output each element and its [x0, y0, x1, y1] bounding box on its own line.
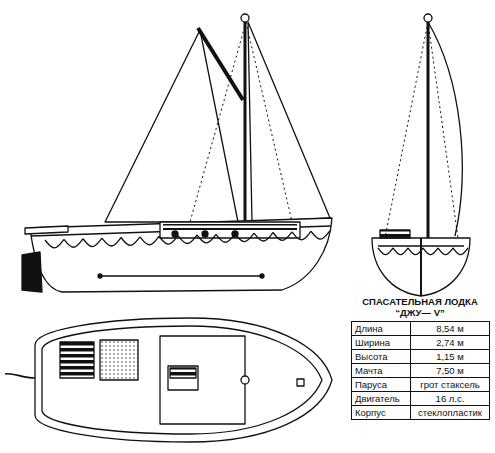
spec-value: 1,15 м	[411, 350, 490, 364]
rudder	[22, 252, 42, 292]
engine-cover	[100, 340, 138, 380]
cabin-plan	[160, 336, 245, 424]
spec-value: грот стаксель	[411, 378, 490, 392]
painter-rope	[5, 374, 35, 378]
garland-loop	[235, 233, 254, 242]
garland-loop	[216, 234, 235, 243]
garland-loop	[453, 248, 468, 255]
garland-loop	[45, 239, 64, 248]
masthead	[241, 14, 249, 22]
bow-hatch	[297, 379, 304, 386]
garland-loop	[292, 231, 311, 240]
hull-plan	[35, 318, 332, 442]
garland-loop	[121, 237, 140, 246]
garland-loop	[102, 237, 121, 246]
garland-loop	[393, 248, 408, 255]
spec-name: Мачта	[352, 364, 411, 378]
grab-line	[100, 275, 262, 277]
garland-loop	[140, 236, 159, 245]
spec-name: Корпус	[352, 406, 411, 420]
garland-loop	[273, 232, 292, 241]
garland-loop	[159, 236, 178, 245]
jib	[248, 22, 330, 222]
garland-loop	[178, 235, 197, 244]
spec-value: 16 л.с.	[411, 392, 490, 406]
spec-name: Высота	[352, 350, 411, 364]
mast-front	[427, 22, 430, 238]
garland-loop	[378, 248, 393, 255]
garland-loop	[197, 234, 216, 243]
sail-front	[428, 22, 462, 236]
stays	[190, 22, 292, 222]
cabin-roof	[160, 222, 300, 238]
mast	[244, 22, 247, 225]
cabin-hatch	[163, 224, 297, 230]
spec-value: стеклопластик	[411, 406, 490, 420]
spec-value: 2,74 м	[411, 336, 490, 350]
spec-value: 7,50 м	[411, 364, 490, 378]
mast-step	[241, 376, 249, 384]
garland-loop	[423, 248, 438, 255]
spec-name: Ширина	[352, 336, 411, 350]
spec-name: Двигатель	[352, 392, 411, 406]
spec-name: Длина	[352, 322, 411, 336]
garland-loop	[254, 232, 273, 241]
garland-loop	[64, 239, 83, 248]
spec-name: Паруса	[352, 378, 411, 392]
stern-grating	[60, 342, 94, 378]
spec-table: Длина8,54 мШирина2,74 мВысота1,15 мМачта…	[351, 321, 490, 420]
garland-loop	[83, 238, 102, 247]
garland-loop	[438, 248, 453, 255]
sprit	[198, 28, 243, 100]
stern-rail	[25, 226, 68, 234]
spec-value: 8,54 м	[411, 322, 490, 336]
hull-front	[372, 238, 470, 296]
table-title: СПАСАТЕЛЬНАЯ ЛОДКА “ДЖУ— V”	[350, 296, 490, 318]
hull-side	[30, 218, 332, 292]
rope-garland	[45, 231, 330, 248]
garland-loop	[311, 231, 330, 240]
